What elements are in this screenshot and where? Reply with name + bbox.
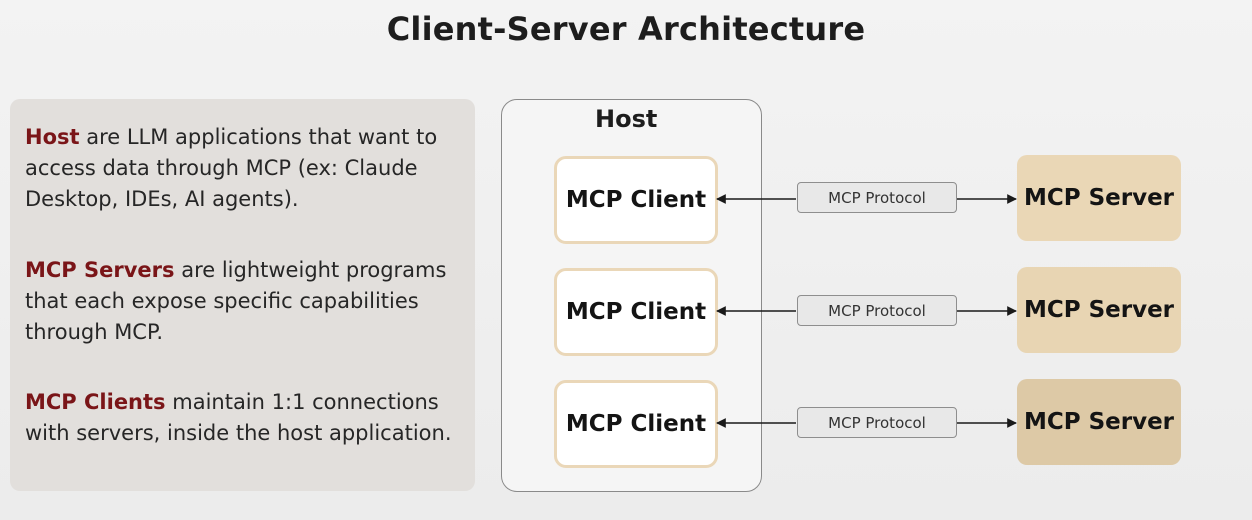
clients-description-text: maintain 1:1 connections with servers, i…: [25, 390, 452, 445]
mcp-protocol-1: MCP Protocol: [797, 182, 957, 213]
mcp-client-3: MCP Client: [554, 380, 718, 468]
host-description-text: are LLM applications that want to access…: [25, 125, 438, 211]
mcp-server-3: MCP Server: [1017, 379, 1181, 465]
mcp-server-2: MCP Server: [1017, 267, 1181, 353]
info-panel: Host are LLM applications that want to a…: [10, 99, 475, 491]
slide-title: Client-Server Architecture: [386, 10, 866, 48]
mcp-client-1: MCP Client: [554, 156, 718, 244]
clients-term: MCP Clients: [25, 390, 166, 414]
mcp-protocol-3: MCP Protocol: [797, 407, 957, 438]
mcp-server-1: MCP Server: [1017, 155, 1181, 241]
servers-description: MCP Servers are lightweight programs tha…: [25, 255, 465, 348]
servers-term: MCP Servers: [25, 258, 175, 282]
servers-description-text: are lightweight programs that each expos…: [25, 258, 447, 344]
mcp-client-2: MCP Client: [554, 268, 718, 356]
host-label: Host: [595, 105, 658, 133]
clients-description: MCP Clients maintain 1:1 connections wit…: [25, 387, 465, 449]
host-description: Host are LLM applications that want to a…: [25, 122, 465, 215]
mcp-protocol-2: MCP Protocol: [797, 295, 957, 326]
host-term: Host: [25, 125, 80, 149]
